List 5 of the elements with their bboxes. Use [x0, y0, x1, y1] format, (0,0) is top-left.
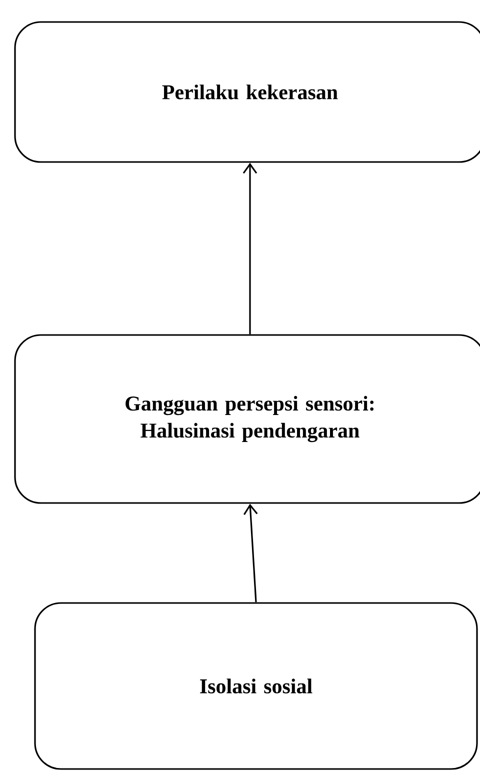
process-box: Perilaku kekerasan	[14, 21, 480, 163]
process-box: Isolasi sosial	[34, 602, 478, 770]
process-box: Gangguan persepsi sensori: Halusinasi pendengaran	[14, 334, 480, 504]
arrow	[243, 504, 258, 602]
arrow	[242, 162, 258, 334]
